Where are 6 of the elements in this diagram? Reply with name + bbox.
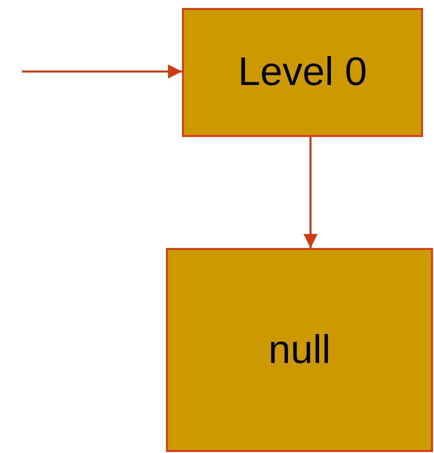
box-label: Level 0: [238, 50, 367, 95]
arrow: [22, 64, 182, 78]
box-label: null: [268, 328, 331, 372]
process-box: [182, 8, 423, 137]
process-box: [166, 248, 433, 452]
arrow: [304, 137, 318, 248]
